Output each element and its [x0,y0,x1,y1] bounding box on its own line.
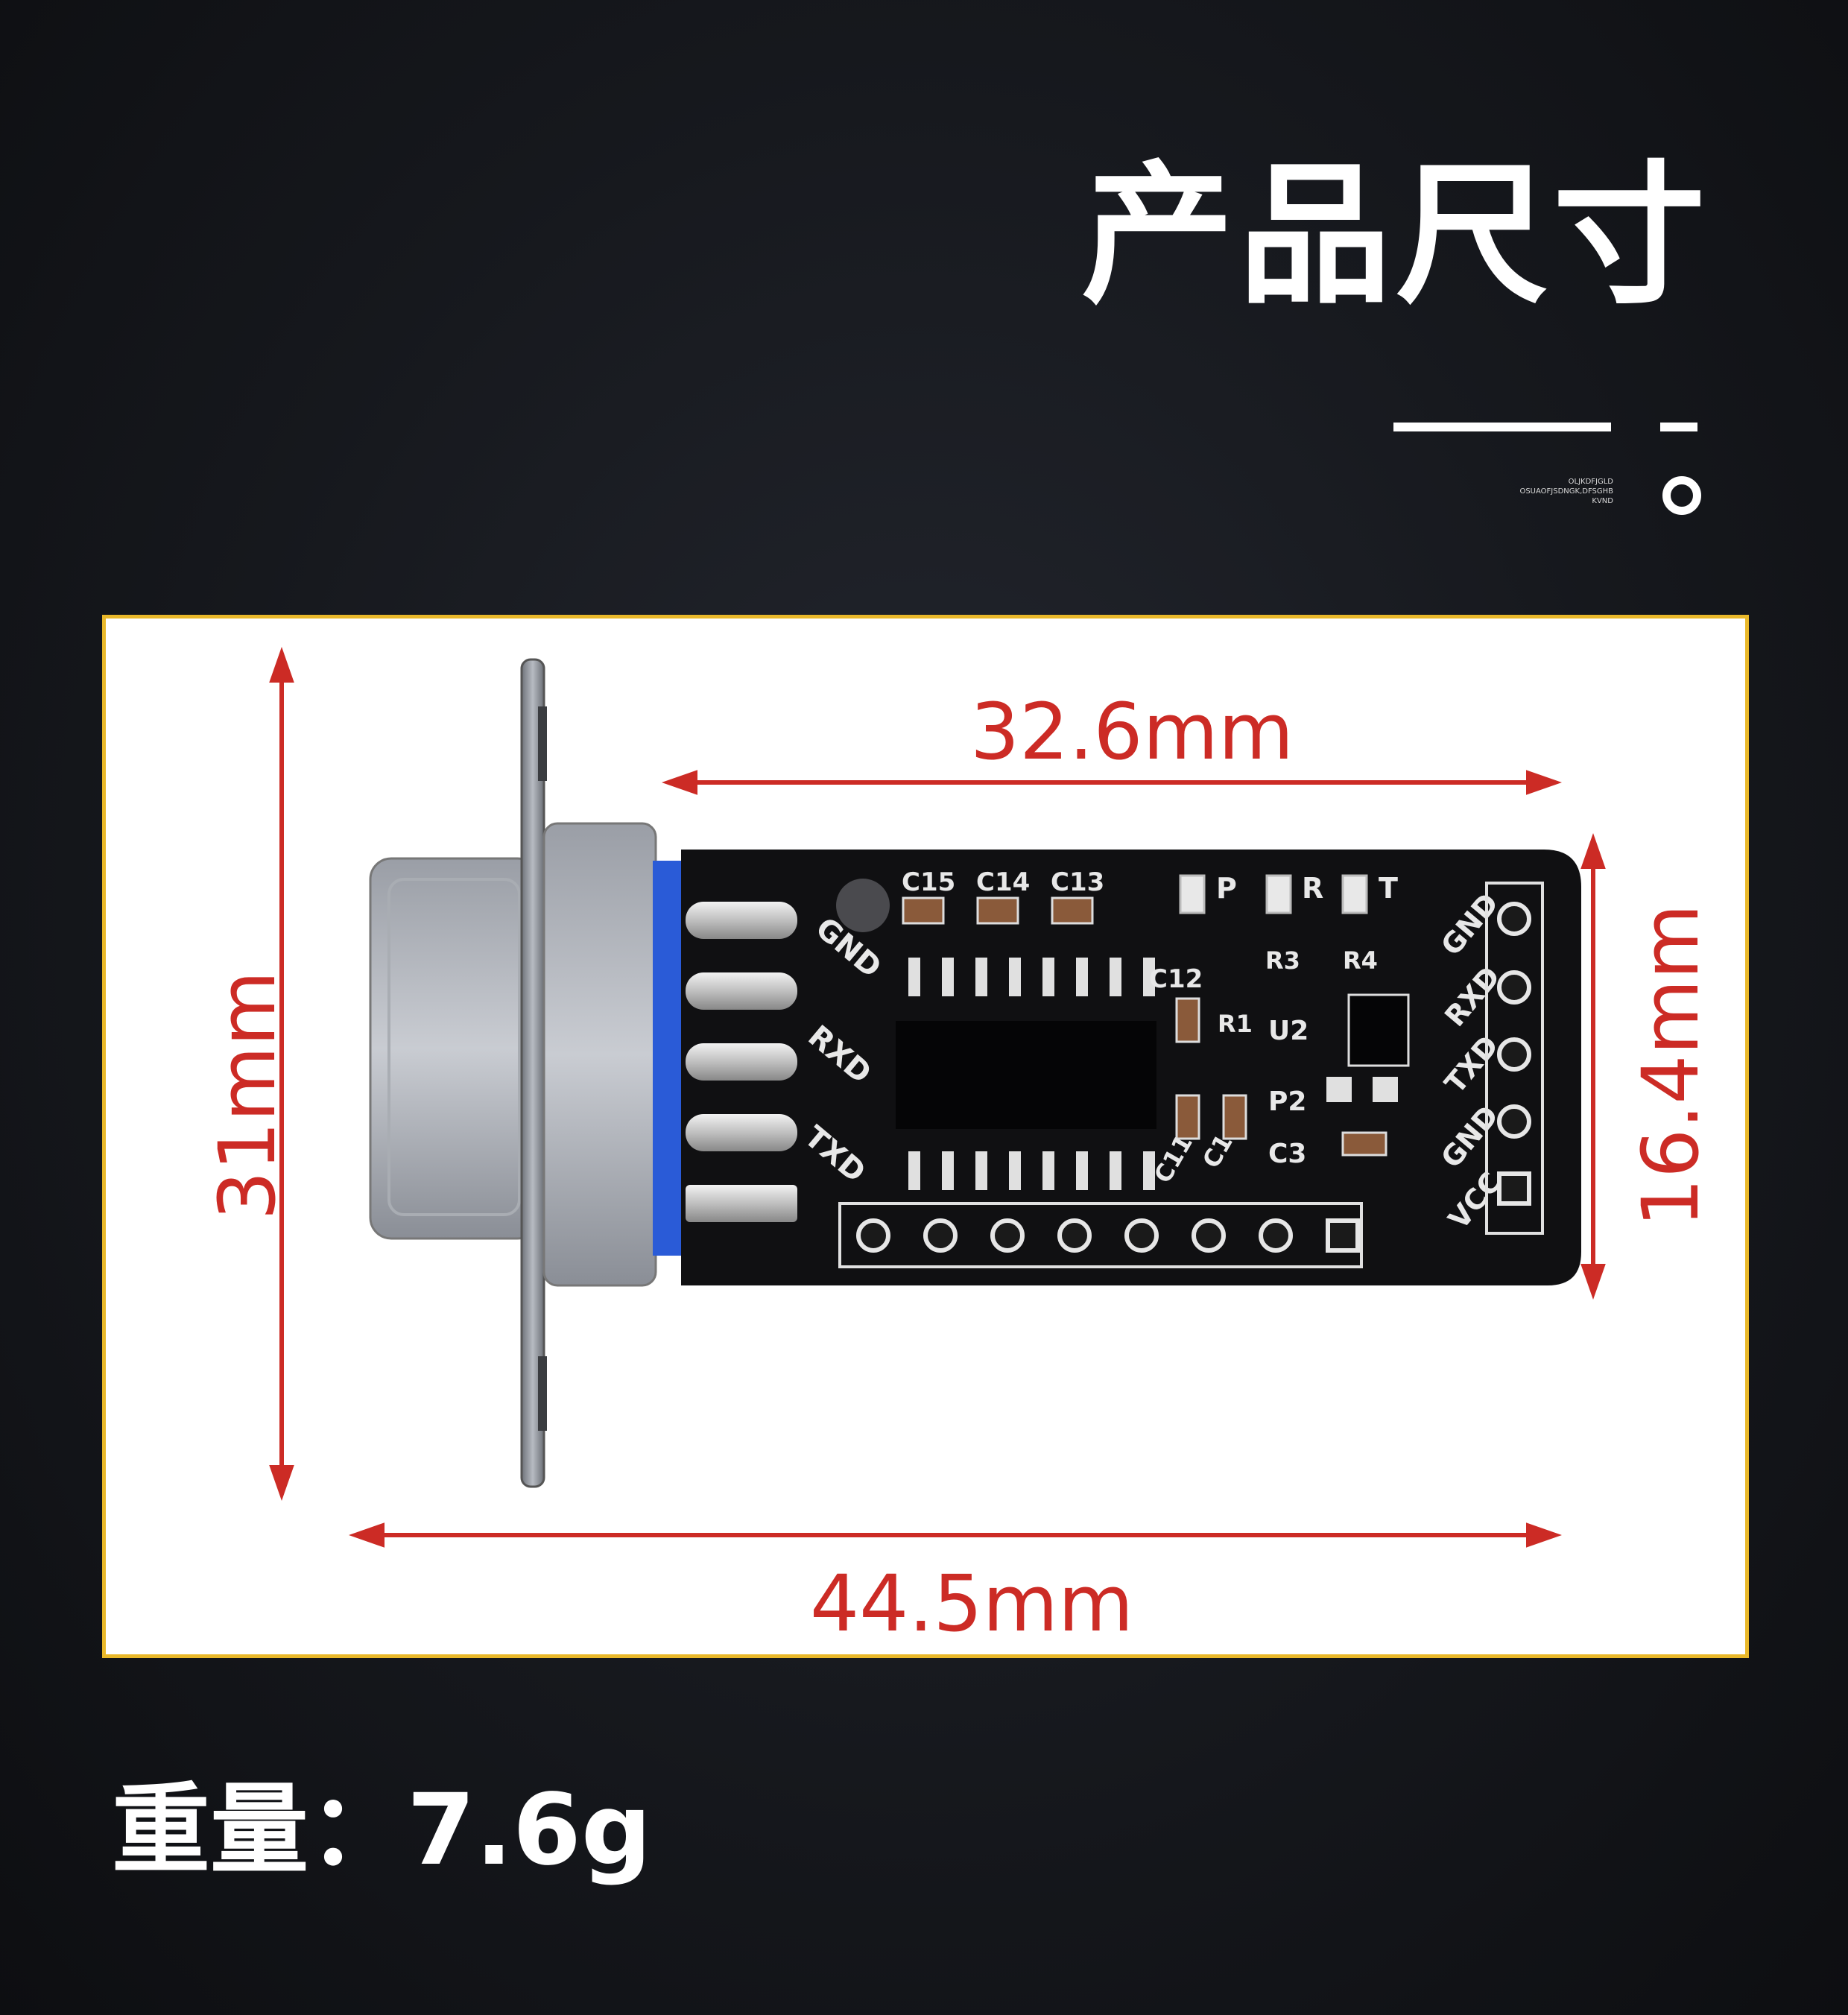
status-leds [1179,874,1368,914]
bottom-header-pins [856,1218,1360,1253]
mounting-hole [836,879,890,932]
weight-value: 7.6g [407,1773,652,1888]
svg-text:C12: C12 [1149,964,1203,994]
page-title: 产品尺寸 [1081,148,1710,325]
db9-shell [369,857,539,1240]
smd-capacitors [902,896,1387,1157]
db9-rear-shell [542,822,657,1287]
decorative-caption-line: OLJKDFJGLD [1568,478,1613,486]
ic-pins [908,958,1155,1190]
svg-text:U2: U2 [1268,1016,1309,1046]
svg-text:C13: C13 [1051,867,1104,897]
svg-text:R4: R4 [1343,946,1378,975]
decorative-caption: OLJKDFJGLD OSUAOFJSDNGK,DFSGHB KVND [1434,477,1613,506]
svg-text:R3: R3 [1265,946,1300,975]
width-label-bottom: 44.5mm [810,1558,1134,1649]
connector-insulator [653,861,686,1256]
ring-icon [1662,476,1701,515]
svg-text:R: R [1302,872,1323,905]
decorative-caption-line: OSUAOFJSDNGK,DFSGHB [1519,487,1613,496]
weight-info: 重量：7.6g [112,1781,651,1879]
ic-chip [896,1021,1156,1129]
title-divider [1393,423,1611,431]
width-label-top: 32.6mm [970,686,1294,777]
title-divider-short [1660,423,1697,431]
svg-text:P: P [1216,872,1237,905]
product-frame: GND RXD TXD C15 C14 C13 C12 P R T R1 R3 … [102,615,1749,1658]
svg-text:R1: R1 [1218,1010,1253,1038]
svg-text:C15: C15 [902,867,955,897]
svg-text:T: T [1379,872,1398,905]
svg-text:P2: P2 [1268,1086,1306,1117]
svg-text:C3: C3 [1268,1139,1306,1169]
product-photo: GND RXD TXD C15 C14 C13 C12 P R T R1 R3 … [269,647,1606,1548]
db9-solder-pins [686,902,797,1222]
right-header-pins [1497,902,1531,1206]
u2-regulator [1347,993,1410,1067]
svg-text:C14: C14 [976,867,1030,897]
weight-label: 重量： [112,1773,407,1888]
height-label-left: 31mm [202,970,293,1221]
height-label-right: 16.4mm [1625,903,1716,1228]
decorative-caption-line: KVND [1592,497,1613,505]
